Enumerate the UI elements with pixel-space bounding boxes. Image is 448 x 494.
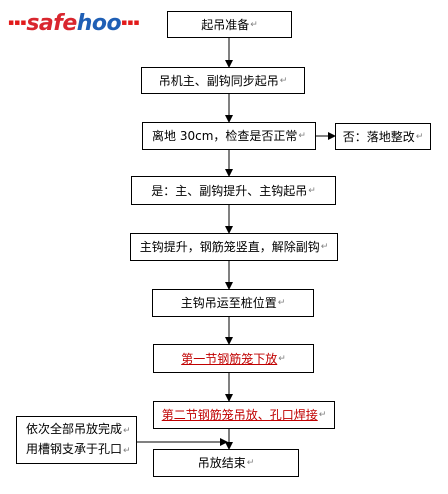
step-second-section: 第二节钢筋笼吊放、孔口焊接↵ xyxy=(153,401,335,429)
paragraph-mark-icon: ↵ xyxy=(246,458,255,468)
step-finish: 吊放结束↵ xyxy=(153,449,299,477)
paragraph-mark-icon: ↵ xyxy=(320,242,329,252)
logo-text-hoo: hoo xyxy=(76,10,122,36)
step-yes-branch-label: 是：主、副钩提升、主钩起吊 xyxy=(151,183,308,198)
paragraph-mark-icon: ↵ xyxy=(123,426,131,436)
step-vertical-label: 主钩提升，钢筋笼竖直，解除副钩 xyxy=(139,240,320,254)
paragraph-mark-icon: ↵ xyxy=(298,131,306,141)
step-first-section-label: 第一节钢筋笼下放 xyxy=(181,351,278,366)
step-first-section: 第一节钢筋笼下放↵ xyxy=(153,344,314,373)
logo-dots-right: ▪▪▪ xyxy=(121,18,140,28)
paragraph-mark-icon: ↵ xyxy=(277,298,286,308)
step-yes-branch: 是：主、副钩提升、主钩起吊↵ xyxy=(131,176,336,205)
step-sync-lift: 吊机主、副钩同步起吊↵ xyxy=(141,67,305,94)
step-sync-lift-label: 吊机主、副钩同步起吊 xyxy=(158,73,279,88)
paragraph-mark-icon: ↵ xyxy=(415,131,424,142)
paragraph-mark-icon: ↵ xyxy=(308,185,316,196)
step-check-label: 离地 30cm，检查是否正常 xyxy=(152,129,298,143)
step-second-section-label: 第二节钢筋笼吊放、孔口焊接 xyxy=(161,408,318,422)
side-note-line1: 依次全部吊放完成 xyxy=(26,422,123,436)
paragraph-mark-icon: ↵ xyxy=(123,446,131,456)
paragraph-mark-icon: ↵ xyxy=(278,353,286,364)
side-note-line2: 用槽钢支承于孔口 xyxy=(26,442,123,456)
paragraph-mark-icon: ↵ xyxy=(250,19,258,30)
step-check: 离地 30cm，检查是否正常↵ xyxy=(142,122,316,150)
side-note: 依次全部吊放完成↵ 用槽钢支承于孔口↵ xyxy=(16,416,137,464)
step-prep-label: 起吊准备 xyxy=(201,17,250,32)
paragraph-mark-icon: ↵ xyxy=(318,410,327,420)
step-finish-label: 吊放结束 xyxy=(197,456,246,470)
site-logo: ▪▪▪ safe hoo ▪▪▪ xyxy=(8,10,139,36)
step-no-branch: 否：落地整改↵ xyxy=(335,123,431,150)
step-vertical: 主钩提升，钢筋笼竖直，解除副钩↵ xyxy=(130,233,338,261)
logo-text-safe: safe xyxy=(26,10,77,36)
step-no-branch-label: 否：落地整改 xyxy=(342,129,415,144)
step-prep: 起吊准备↵ xyxy=(167,11,292,38)
paragraph-mark-icon: ↵ xyxy=(279,75,288,86)
step-transport-label: 主钩吊运至桩位置 xyxy=(180,296,277,310)
logo-dots-left: ▪▪▪ xyxy=(8,18,27,28)
step-transport: 主钩吊运至桩位置↵ xyxy=(152,289,314,317)
